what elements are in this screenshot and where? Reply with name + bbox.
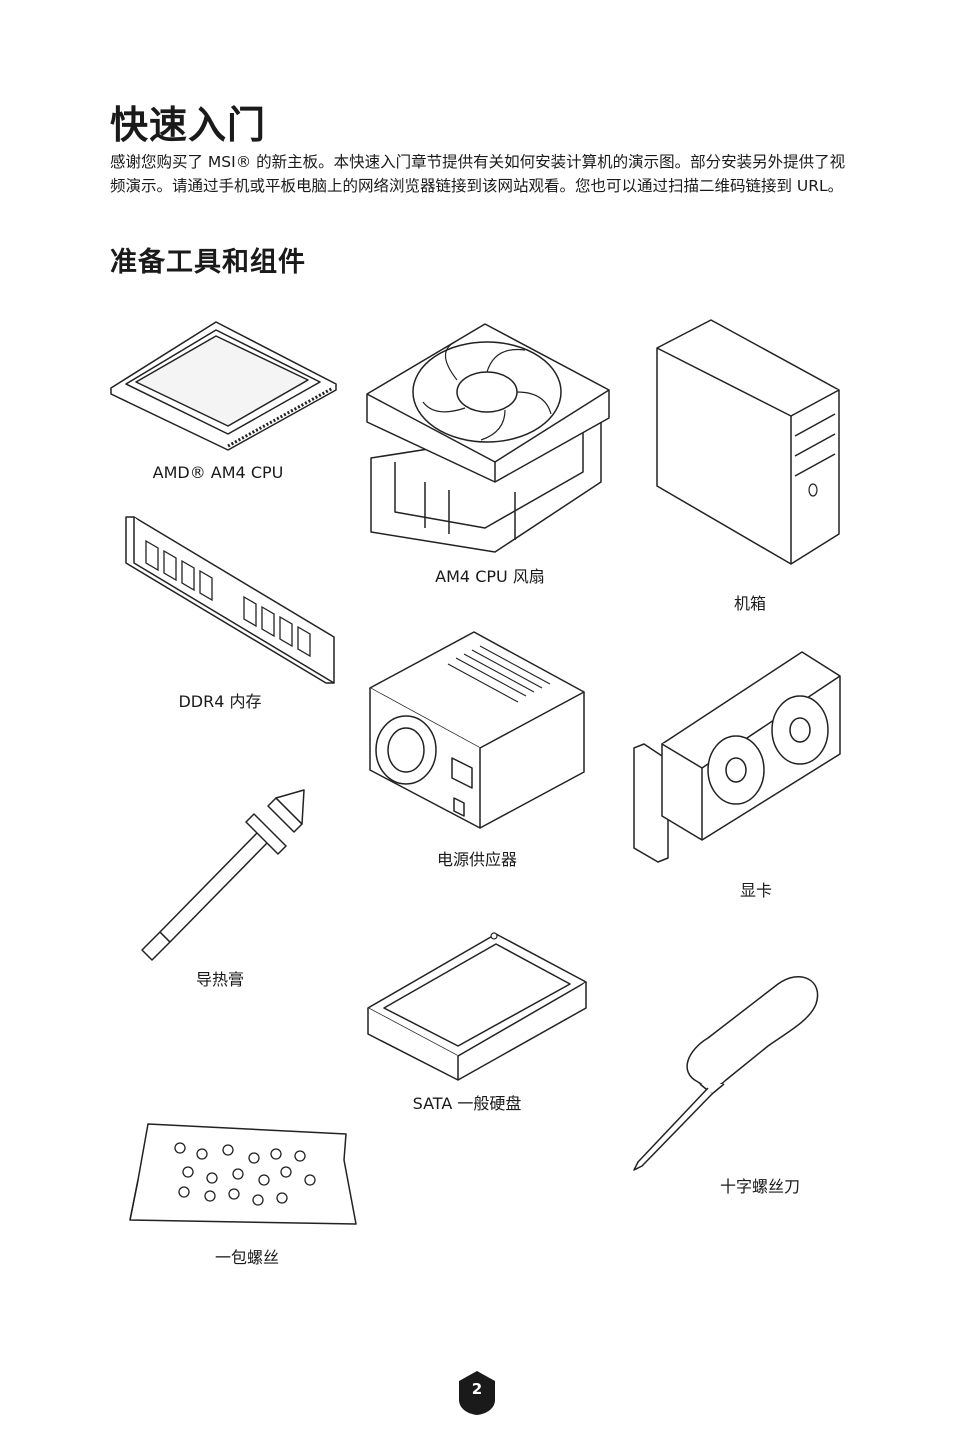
hdd-illustration (366, 930, 590, 1082)
screwdriver-label: 十字螺丝刀 (719, 1177, 800, 1196)
gpu-label: 显卡 (739, 881, 772, 900)
thermal-paste-label: 导热膏 (195, 970, 244, 989)
gpu-illustration (632, 648, 852, 868)
hdd-label: SATA 一般硬盘 (412, 1094, 522, 1113)
case-illustration (655, 318, 843, 568)
page-number-badge (459, 1371, 495, 1415)
psu-illustration (368, 630, 588, 830)
ram-label: DDR4 内存 (178, 692, 262, 711)
cpu-cooler-illustration (365, 322, 613, 554)
intro-paragraph: 感谢您购买了 MSI® 的新主板。本快速入门章节提供有关如何安装计算机的演示图。… (110, 153, 846, 195)
case-label: 机箱 (733, 594, 766, 613)
page-number: 2 (471, 1380, 483, 1398)
screws-bag-label: 一包螺丝 (214, 1248, 279, 1267)
screws-bag-illustration (126, 1120, 360, 1232)
cpu-cooler-label: AM4 CPU 风扇 (435, 567, 545, 586)
cpu-label: AMD® AM4 CPU (152, 463, 284, 482)
screwdriver-illustration (628, 972, 824, 1172)
thermal-paste-illustration (136, 784, 306, 964)
cpu-illustration (108, 318, 343, 448)
ram-illustration (124, 515, 340, 685)
psu-label: 电源供应器 (436, 850, 517, 869)
page-title: 快速入门 (110, 103, 267, 147)
section-title: 准备工具和组件 (110, 247, 306, 278)
